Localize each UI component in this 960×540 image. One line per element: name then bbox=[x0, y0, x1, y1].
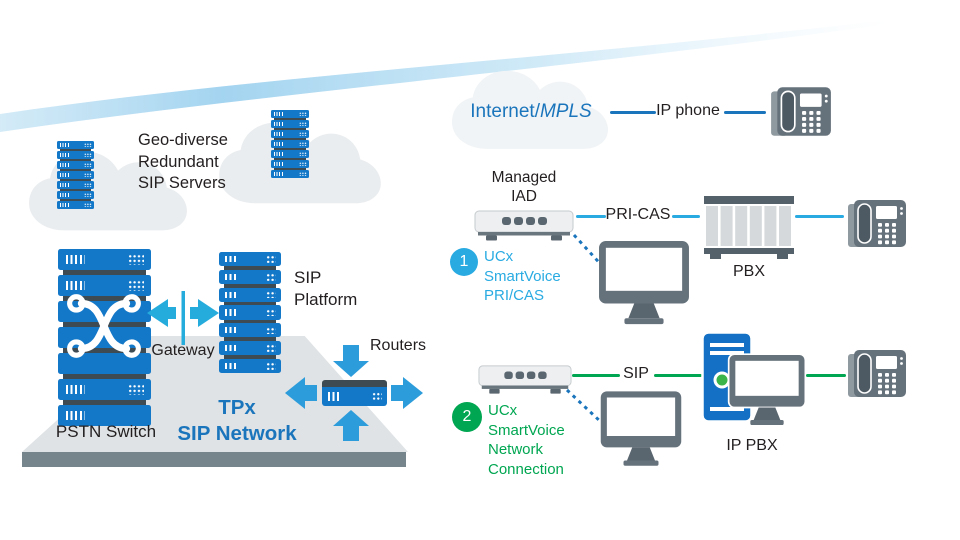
ip-phone-icon bbox=[771, 87, 831, 136]
line-pricas-b bbox=[672, 215, 700, 218]
swoosh-arc bbox=[0, 20, 890, 132]
internet-mpls-label: Internet/MPLS bbox=[456, 101, 606, 123]
scenario2-caption: UCx SmartVoice Network Connection bbox=[488, 402, 565, 478]
line-sip-a bbox=[572, 374, 620, 377]
line-internet-ipphone-a bbox=[610, 111, 656, 114]
server-unit bbox=[271, 140, 309, 148]
sip-platform-label: SIP Platform bbox=[294, 268, 358, 309]
server-unit bbox=[271, 150, 309, 158]
router-arrows-icon bbox=[285, 345, 423, 441]
line-ippbx-phone bbox=[806, 374, 846, 377]
server-unit bbox=[271, 160, 309, 168]
internet-label-text: Internet/ bbox=[470, 101, 540, 122]
monitor-icon-1 bbox=[599, 240, 689, 325]
server-unit bbox=[271, 120, 309, 128]
server-unit bbox=[219, 287, 281, 302]
server-unit bbox=[219, 323, 281, 338]
pbx-icon bbox=[704, 196, 794, 259]
server-unit bbox=[58, 275, 151, 296]
sip-platform-stack bbox=[219, 252, 281, 373]
pri-cas-label: PRI-CAS bbox=[605, 206, 671, 223]
server-unit bbox=[219, 340, 281, 356]
line-pricas-a bbox=[576, 215, 606, 218]
mpls-label-text: MPLS bbox=[539, 101, 592, 122]
cloud-internet bbox=[451, 70, 609, 149]
server-unit bbox=[57, 191, 94, 199]
server-unit bbox=[271, 110, 309, 118]
router-icon-top bbox=[322, 380, 387, 387]
pstn-switch-label: PSTN Switch bbox=[55, 422, 157, 441]
server-unit bbox=[57, 171, 94, 179]
server-unit bbox=[219, 358, 281, 373]
server-unit bbox=[219, 252, 281, 267]
line-internet-ipphone-b bbox=[724, 111, 766, 114]
sip-server-stack-right bbox=[271, 110, 309, 178]
tpx-sip-network-label: TPx SIP Network bbox=[177, 396, 297, 445]
scenario1-caption: UCx SmartVoice PRI/CAS bbox=[484, 248, 561, 304]
sip-label: SIP bbox=[623, 365, 649, 382]
monitor-icon-2 bbox=[600, 391, 682, 466]
managed-iad-label: Managed IAD bbox=[491, 169, 557, 205]
server-unit bbox=[57, 151, 94, 159]
scenario1-number-badge: 1 bbox=[450, 248, 478, 276]
ip-phone-label: IP phone bbox=[656, 102, 720, 119]
server-unit bbox=[219, 269, 281, 285]
managed-iad-icon bbox=[474, 210, 574, 241]
ip-pbx-label: IP PBX bbox=[726, 437, 778, 454]
sip-network-platform-edge bbox=[22, 452, 406, 467]
server-unit bbox=[57, 201, 94, 209]
server-unit bbox=[271, 130, 309, 138]
switch-crossover-icon bbox=[67, 294, 141, 358]
server-unit bbox=[271, 170, 309, 178]
iad-icon-2 bbox=[478, 365, 572, 394]
server-unit bbox=[58, 353, 151, 374]
geo-redundant-label: Geo-diverse Redundant SIP Servers bbox=[138, 131, 228, 192]
gateway-arrows-icon bbox=[147, 291, 219, 345]
server-unit bbox=[219, 305, 281, 320]
server-unit bbox=[57, 141, 94, 149]
sip-server-stack-left bbox=[57, 141, 94, 209]
gateway-label: Gateway bbox=[151, 342, 215, 359]
phone-icon-2 bbox=[848, 350, 906, 397]
server-unit bbox=[58, 249, 151, 270]
phone-icon-1 bbox=[848, 200, 906, 247]
server-unit bbox=[57, 161, 94, 169]
ip-pbx-monitor-icon bbox=[727, 353, 807, 425]
server-unit bbox=[58, 405, 151, 426]
server-unit bbox=[58, 379, 151, 400]
routers-label: Routers bbox=[370, 337, 427, 354]
line-pbx-phone bbox=[795, 215, 844, 218]
router-icon bbox=[322, 387, 387, 406]
server-unit bbox=[57, 181, 94, 189]
pbx-label: PBX bbox=[732, 263, 765, 280]
dotted-link-2 bbox=[565, 388, 604, 425]
line-sip-b bbox=[654, 374, 702, 377]
scenario2-number-badge: 2 bbox=[452, 402, 482, 432]
